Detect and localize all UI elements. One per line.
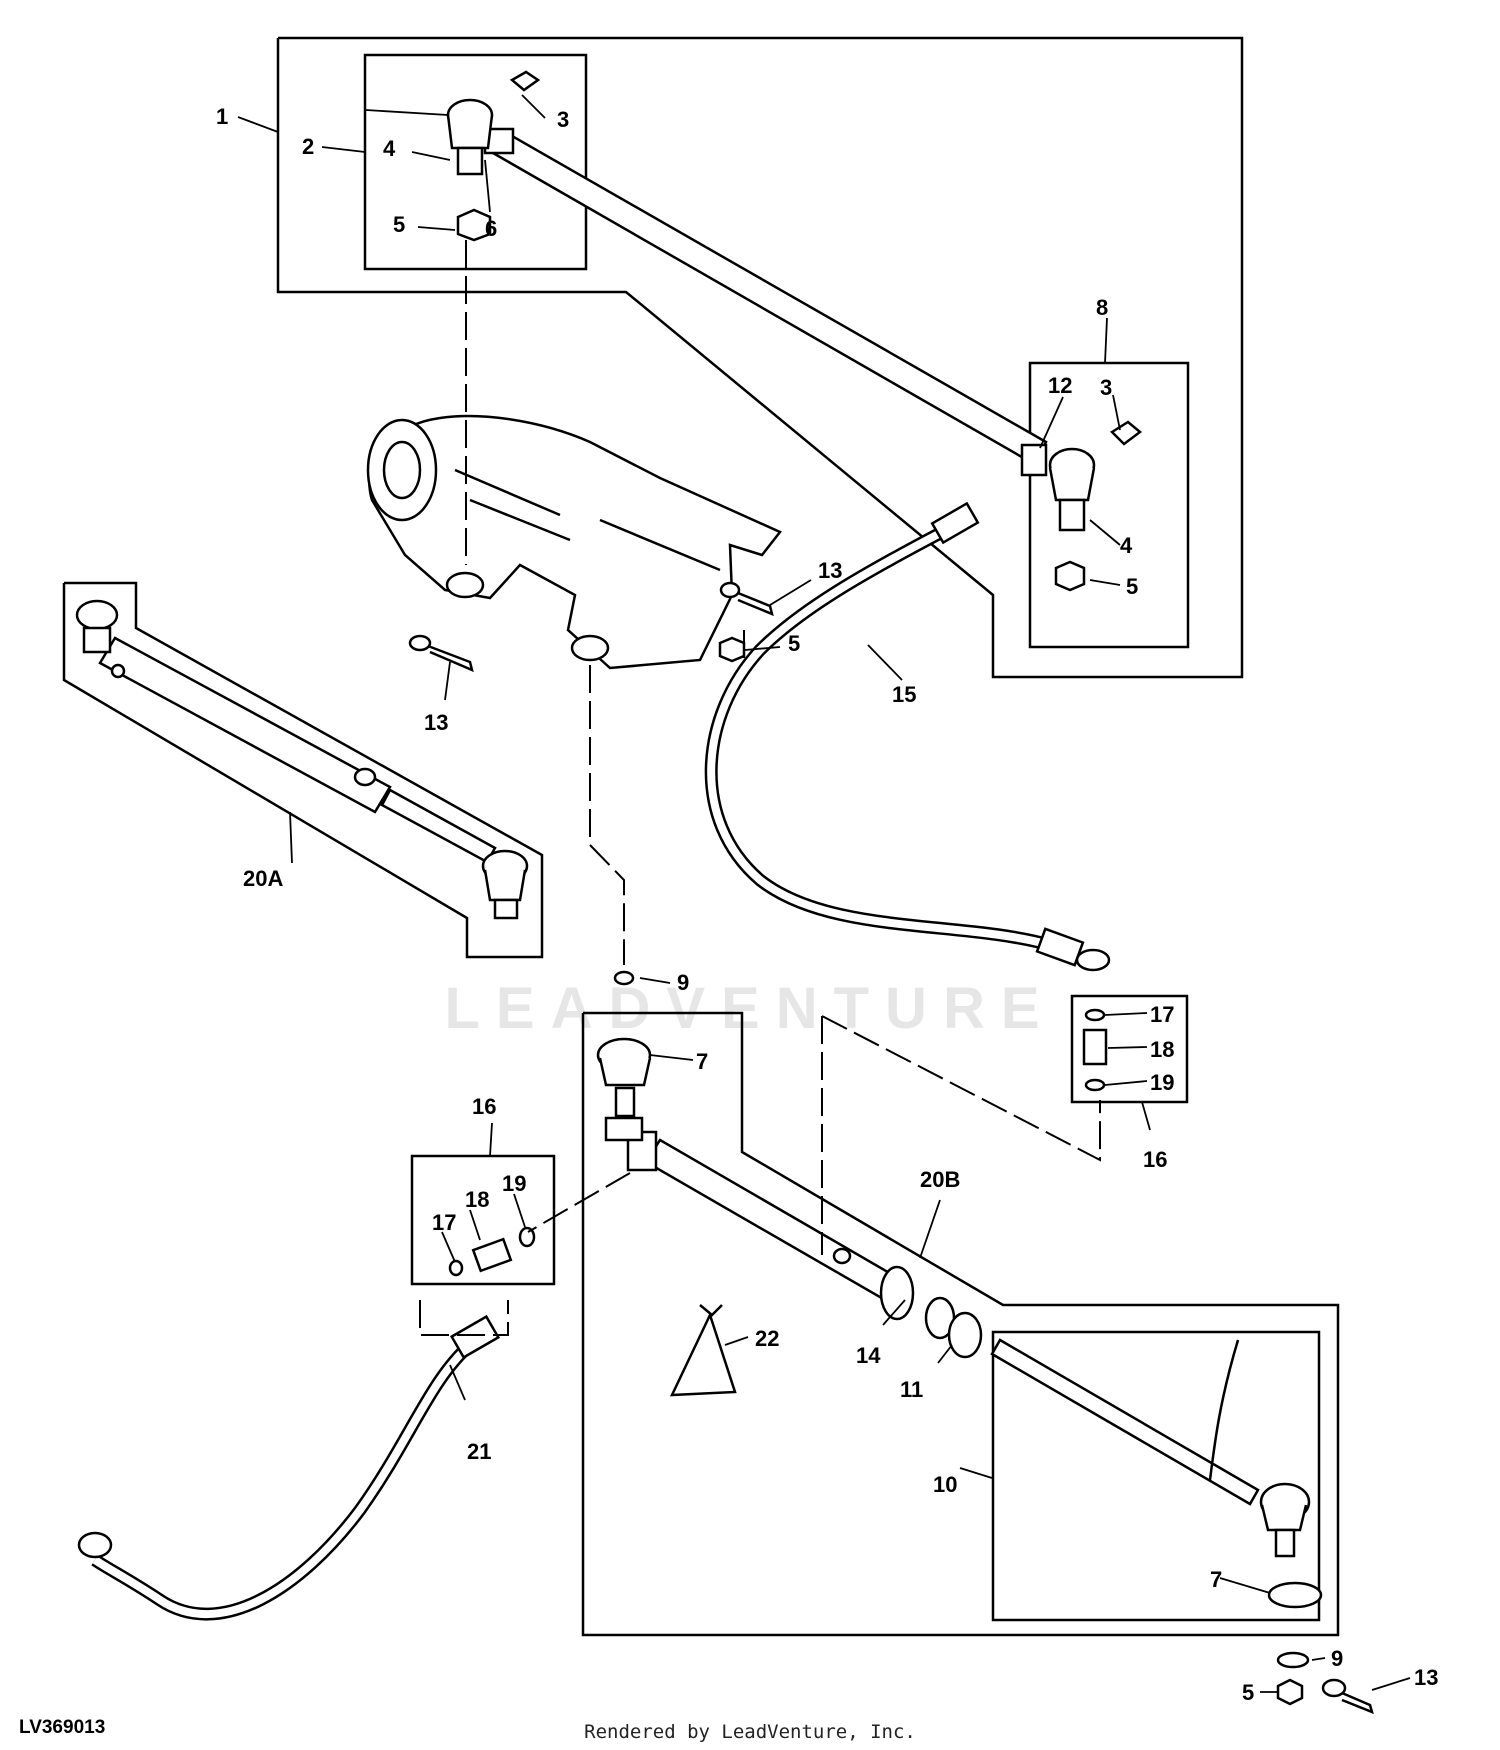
tie-rod: [483, 127, 1048, 477]
group-outline-20a: [62, 581, 544, 959]
callout-3-right: 3: [1100, 375, 1112, 400]
callout-3-top: 3: [557, 107, 569, 132]
nut-5-axle: [718, 636, 746, 663]
callout-20a: 20A: [243, 866, 283, 891]
callout-7-bottom: 7: [1210, 1567, 1222, 1592]
callout-17-right: 17: [1150, 1002, 1174, 1027]
callout-13-bottom: 13: [1414, 1665, 1438, 1690]
callout-21: 21: [467, 1439, 491, 1464]
tie-rod-end-right: [1048, 420, 1143, 592]
callout-15: 15: [892, 682, 916, 707]
nut-5-bottom: [1276, 1678, 1304, 1706]
callout-18-right: 18: [1150, 1037, 1174, 1062]
callout-5-right: 5: [1126, 574, 1138, 599]
group-outline-1: [276, 36, 1244, 679]
group-outline-10: [991, 1330, 1321, 1622]
axle-housing: [366, 414, 782, 670]
callout-5-axle: 5: [788, 631, 800, 656]
assembly-lines: [419, 240, 1101, 1336]
callout-14: 14: [856, 1343, 881, 1368]
leader-lines: [237, 94, 1411, 1693]
callout-4-top: 4: [383, 136, 396, 161]
group-outline-16-right: [1070, 994, 1189, 1104]
callout-8: 8: [1096, 295, 1108, 320]
callout-6: 6: [485, 216, 497, 241]
group-outline-20b: [581, 1011, 1340, 1637]
diagram-reference-code: LV369013: [19, 1717, 106, 1738]
callout-20b: 20B: [920, 1167, 960, 1192]
callout-12: 12: [1048, 373, 1072, 398]
callout-19-left: 19: [502, 1171, 526, 1196]
callout-19-right: 19: [1150, 1070, 1174, 1095]
fitting-group-left: [448, 1226, 536, 1277]
fitting-group-right: [1082, 1008, 1108, 1092]
group-outline-8: [1028, 361, 1190, 649]
callout-4-right: 4: [1120, 533, 1133, 558]
callout-7-top: 7: [696, 1049, 708, 1074]
footer-credit: Rendered by LeadVenture, Inc.: [584, 1721, 916, 1743]
cotter-pin-13-top: [719, 581, 774, 617]
steering-cylinder-20b: [596, 970, 983, 1359]
piston-rod-10: [990, 1338, 1323, 1609]
parts-bag-22: [669, 1304, 737, 1397]
group-outline-16-left: [410, 1154, 556, 1286]
callout-11: 11: [900, 1377, 923, 1402]
callout-17-left: 17: [432, 1210, 456, 1235]
callout-5-bottom: 5: [1242, 1680, 1254, 1705]
hydraulic-hose-21: [91, 1340, 475, 1621]
callout-9-top: 9: [677, 970, 689, 995]
callout-2: 2: [302, 134, 314, 159]
callout-22: 22: [755, 1326, 779, 1351]
washer-9-bottom: [1276, 1651, 1310, 1669]
callout-16-right: 16: [1143, 1147, 1167, 1172]
callout-5-top: 5: [393, 212, 405, 237]
callout-16-left: 16: [472, 1094, 496, 1119]
callout-18-left: 18: [465, 1187, 489, 1212]
cotter-pin-13-bottom: [1321, 1678, 1374, 1715]
callout-13-left: 13: [424, 710, 448, 735]
cotter-pin-13-left: [408, 634, 474, 673]
callout-13-top: 13: [818, 558, 842, 583]
group-outline-2: [363, 53, 588, 271]
callout-10: 10: [933, 1472, 957, 1497]
callout-1: 1: [216, 104, 228, 129]
steering-cylinder-20a: [75, 599, 529, 920]
callout-9-bottom: 9: [1331, 1646, 1343, 1671]
